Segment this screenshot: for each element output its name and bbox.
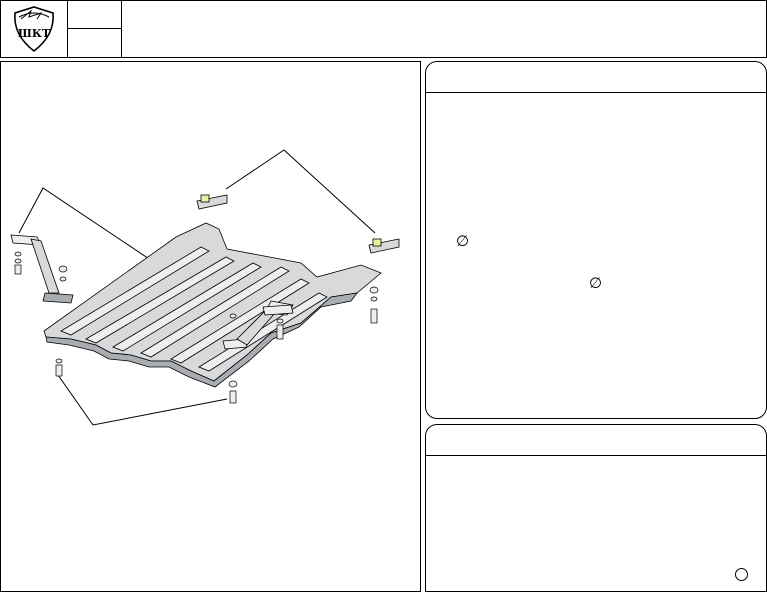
specification-panel: ∅ ∅ xyxy=(425,61,767,419)
logo-cell: ШКТ xyxy=(1,1,68,57)
code-cell-bottom xyxy=(67,29,122,57)
skid-plate-illustration xyxy=(10,149,400,426)
left-bracket xyxy=(10,234,74,304)
fasteners xyxy=(14,251,379,404)
assembly-drawing xyxy=(0,61,421,592)
center-bracket xyxy=(222,304,294,350)
notes-panel-title xyxy=(426,425,766,456)
top-clips xyxy=(196,194,400,254)
company-logo: ШКТ xyxy=(14,6,54,53)
title-block: ШКТ xyxy=(0,0,767,58)
circle-mark-icon xyxy=(735,568,748,581)
notes-panel xyxy=(425,424,767,592)
document-title xyxy=(123,1,766,57)
skid-plate xyxy=(43,222,382,388)
diameter-symbol: ∅ xyxy=(456,232,470,250)
specification-panel-title xyxy=(426,62,766,93)
diameter-symbol: ∅ xyxy=(589,274,603,292)
logo-text: ШКТ xyxy=(18,27,51,40)
code-cell-top xyxy=(67,1,122,29)
